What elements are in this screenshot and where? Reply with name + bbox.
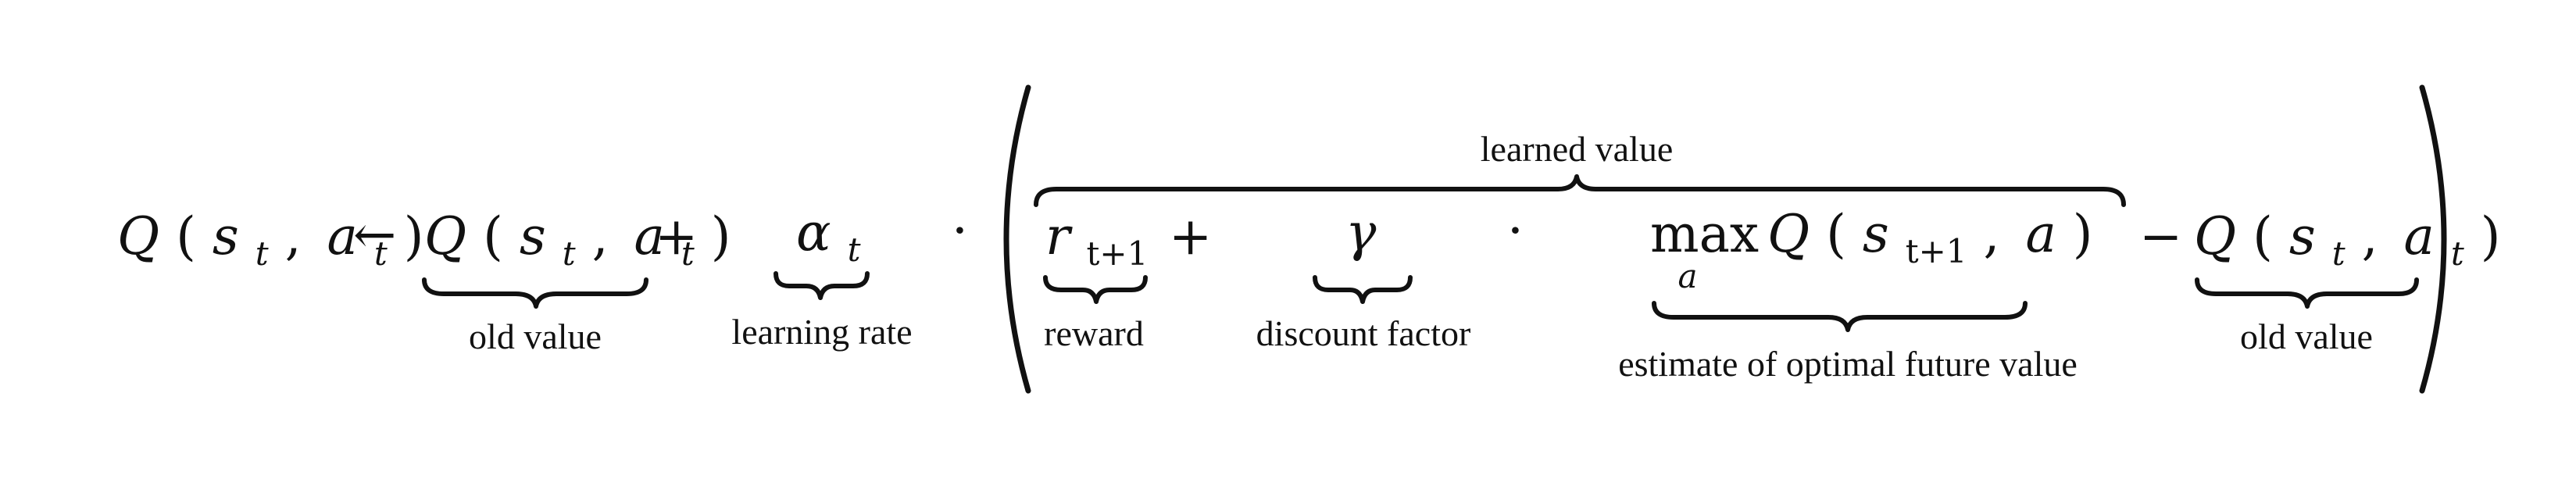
svg-text:Q ( s t: Q ( s t , a t ) [424, 206, 731, 277]
old-value-a: a [634, 206, 665, 266]
learning-rate-underbrace [774, 271, 870, 300]
learning-rate-term: α t learning rate [731, 202, 912, 352]
old-value-comma: , [592, 206, 609, 266]
multiply-dot-1: · [952, 201, 968, 261]
right-big-paren [2419, 84, 2447, 394]
learning-rate-subscript: t [848, 231, 861, 269]
left-big-paren [1003, 84, 1031, 394]
estimate-underbrace [1652, 301, 2028, 332]
learned-value-label: learned value [1481, 129, 1673, 169]
lhs-s-subscript: t [255, 234, 269, 273]
lhs-a-subscript: t [374, 234, 388, 273]
lhs-open-paren: ( [176, 206, 196, 266]
discount-label: discount factor [1256, 313, 1471, 353]
old-value-term-2: Q ( s t , a t ) old value [2194, 206, 2501, 356]
svg-text:α t: α t [796, 202, 861, 269]
svg-text:r t+1: r t+1 [1045, 206, 1148, 273]
estimate-q: Q [1767, 204, 1810, 264]
lhs-q: Q [117, 206, 159, 266]
lhs-a: a [327, 206, 358, 266]
estimate-close-paren: ) [2073, 204, 2093, 264]
estimate-a: a [2025, 204, 2056, 264]
old-value-2-label: old value [2240, 316, 2373, 356]
lhs-s: s [213, 206, 239, 266]
plus-sign-2: + [1169, 206, 1212, 266]
old-value-2-s: s [2289, 206, 2316, 266]
old-value-term: Q ( s t , a t ) old value [422, 206, 731, 356]
reward-subscript: t+1 [1087, 234, 1149, 273]
learned-value-group: learned value [1034, 129, 2126, 207]
max-subscript: a [1677, 257, 1697, 295]
old-value-underbrace [422, 277, 648, 309]
old-value-2-a-subscript: t [2451, 234, 2464, 273]
old-value-open-paren: ( [483, 206, 503, 266]
old-value-2-open-paren: ( [2253, 206, 2273, 266]
reward-underbrace [1043, 275, 1148, 304]
old-value-label: old value [469, 316, 602, 356]
old-value-2-underbrace [2195, 277, 2419, 309]
discount-gamma: γ [1345, 202, 1377, 263]
old-value-close-paren: ) [711, 206, 731, 266]
estimate-open-paren: ( [1826, 204, 1846, 264]
estimate-comma: , [1983, 204, 1999, 264]
lhs-comma: , [285, 206, 302, 266]
max-operator: max [1650, 204, 1759, 264]
learning-rate-alpha: α [796, 202, 831, 263]
old-value-2-q: Q [2194, 206, 2236, 266]
lhs-q-value: Q ( s t , a t ) [117, 206, 424, 277]
estimate-s-subscript: t+1 [1906, 232, 1967, 270]
reward-label: reward [1044, 313, 1144, 353]
old-value-2-s-subscript: t [2332, 234, 2346, 273]
old-value-2-a: a [2404, 206, 2435, 266]
lhs-close-paren: ) [404, 206, 424, 266]
reward-term: r t+1 reward [1043, 206, 1148, 353]
old-value-2-comma: , [2362, 206, 2378, 266]
reward-r: r [1045, 206, 1073, 266]
learned-value-overbrace [1034, 174, 2126, 207]
plus-sign-1: + [655, 206, 698, 266]
discount-underbrace [1313, 275, 1413, 304]
old-value-2-close-paren: ) [2481, 206, 2501, 266]
minus-sign: − [2139, 206, 2182, 266]
svg-text:Q ( s t: Q ( s t , a t ) [2194, 206, 2501, 277]
estimate-term: max a Q ( s t+1 , a ) estimate of optima… [1618, 204, 2092, 384]
discount-factor-term: γ discount factor [1256, 202, 1471, 353]
old-value-s-subscript: t [563, 234, 576, 273]
learning-rate-label: learning rate [731, 312, 912, 352]
multiply-dot-2: · [1507, 201, 1524, 261]
old-value-q: Q [424, 206, 466, 266]
svg-text:Q ( s t: Q ( s t , a t ) [117, 206, 424, 277]
old-value-a-subscript: t [681, 234, 695, 273]
svg-text:Q ( s t+1: Q ( s t+1 , a ) [1767, 204, 2093, 275]
estimate-s: s [1863, 204, 1889, 264]
estimate-label: estimate of optimal future value [1618, 344, 2078, 384]
old-value-s: s [520, 206, 546, 266]
update-arrow: ← [353, 205, 396, 265]
